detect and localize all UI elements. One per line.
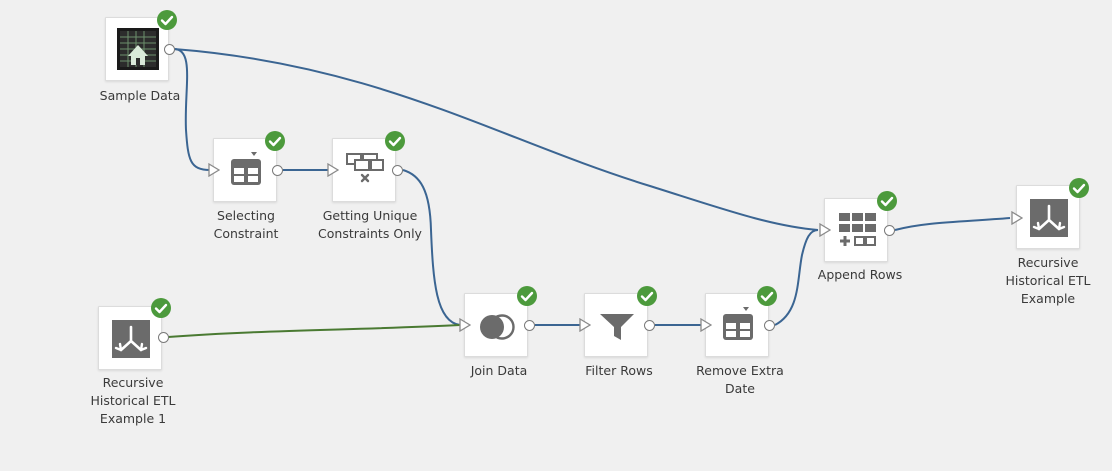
success-check-icon [1069, 178, 1089, 198]
node-label: Append Rows [817, 267, 903, 282]
success-check-icon [385, 131, 405, 151]
edge-remove-to-append[interactable] [774, 229, 819, 326]
input-port[interactable] [327, 163, 339, 177]
input-port[interactable] [579, 318, 591, 332]
remove-duplicates-icon [346, 153, 384, 183]
output-port[interactable] [644, 320, 655, 331]
dataset-input-icon [112, 320, 150, 358]
node-label: Sample Data [99, 88, 181, 103]
node-label: Join Data [470, 363, 528, 378]
node-remove-extra-date[interactable] [705, 293, 769, 357]
success-check-icon [877, 191, 897, 211]
success-check-icon [757, 286, 777, 306]
node-append-rows[interactable] [824, 198, 888, 262]
node-recursive-input[interactable] [98, 306, 162, 370]
edge-input-to-join[interactable] [167, 324, 461, 338]
select-columns-icon [723, 307, 753, 340]
node-label: Getting Unique Constraints Only [318, 208, 422, 241]
node-label: Recursive Historical ETL Example [1005, 255, 1091, 306]
output-port[interactable] [764, 320, 775, 331]
edge-append-to-output[interactable] [894, 217, 1011, 231]
input-port[interactable] [819, 223, 831, 237]
output-port[interactable] [884, 225, 895, 236]
output-port[interactable] [158, 332, 169, 343]
node-label: Recursive Historical ETL Example 1 [90, 375, 176, 426]
input-port[interactable] [208, 163, 220, 177]
edge-unique-to-join[interactable] [402, 169, 461, 326]
append-rows-icon [839, 213, 876, 246]
node-selecting-constraint[interactable] [213, 138, 277, 202]
node-join-data[interactable] [464, 293, 528, 357]
join-icon [480, 314, 515, 340]
node-label: Remove Extra Date [696, 363, 784, 396]
input-port[interactable] [700, 318, 712, 332]
edge-sample-to-append[interactable] [173, 48, 819, 231]
filter-icon [600, 314, 634, 340]
node-recursive-output[interactable] [1016, 185, 1080, 249]
node-label: Filter Rows [585, 363, 653, 378]
success-check-icon [265, 131, 285, 151]
spreadsheet-icon [117, 28, 159, 70]
dataset-output-icon [1030, 199, 1068, 237]
input-port[interactable] [1011, 211, 1023, 225]
success-check-icon [157, 10, 177, 30]
select-columns-icon [231, 152, 261, 185]
success-check-icon [151, 298, 171, 318]
success-check-icon [517, 286, 537, 306]
node-filter-rows[interactable] [584, 293, 648, 357]
success-check-icon [637, 286, 657, 306]
node-label: Selecting Constraint [213, 208, 279, 241]
output-port[interactable] [524, 320, 535, 331]
output-port[interactable] [164, 44, 175, 55]
output-port[interactable] [392, 165, 403, 176]
output-port[interactable] [272, 165, 283, 176]
input-port[interactable] [459, 318, 471, 332]
edge-sample-to-select[interactable] [173, 48, 211, 171]
